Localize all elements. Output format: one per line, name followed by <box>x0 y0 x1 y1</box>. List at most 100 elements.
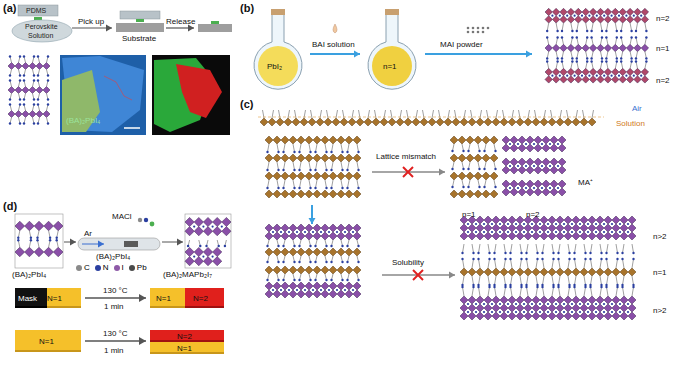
octahedron <box>348 118 356 126</box>
octahedron <box>8 63 15 70</box>
octahedron <box>612 44 619 51</box>
organic-chain <box>407 110 409 118</box>
organic-chain <box>601 23 603 31</box>
ma-cation <box>633 75 635 77</box>
nitrogen-atom <box>504 286 506 288</box>
organic-chain <box>316 180 318 188</box>
organic-chain <box>316 162 318 170</box>
organic-chain <box>488 287 490 296</box>
organic-chain <box>316 144 318 152</box>
nitrogen-atom <box>309 279 311 281</box>
nitrogen-atom <box>605 30 607 32</box>
octahedron <box>589 8 596 15</box>
ma-cation <box>596 75 598 77</box>
nitrogen-atom <box>557 258 559 260</box>
nitrogen-atom <box>621 252 623 254</box>
nitrogen-atom <box>298 187 300 189</box>
nitrogen-atom <box>346 151 348 153</box>
nitrogen-atom <box>37 98 39 100</box>
nitrogen-atom <box>605 252 607 254</box>
octahedron <box>612 16 619 23</box>
annotation: Pick up <box>78 17 104 26</box>
octahedron <box>540 296 548 304</box>
octahedron <box>526 136 534 144</box>
nitrogen-atom <box>616 36 618 38</box>
nitrogen-atom <box>536 258 538 260</box>
octahedron <box>345 282 353 290</box>
annotation: Release <box>166 17 195 26</box>
octahedron <box>484 216 492 224</box>
nitrogen-atom <box>298 261 300 263</box>
octahedron <box>476 304 484 312</box>
nitrogen-atom <box>309 151 311 153</box>
chlorine-atom <box>150 222 155 227</box>
octahedron <box>492 118 500 126</box>
nitrogen-atom <box>573 252 575 254</box>
annotation: Solution <box>616 119 645 128</box>
octahedron <box>452 118 460 126</box>
octahedron <box>516 312 524 320</box>
octahedron <box>297 136 305 144</box>
octahedron <box>265 172 273 180</box>
octahedron <box>516 268 524 276</box>
ma-cation <box>320 231 322 233</box>
ma-cation <box>523 231 525 233</box>
octahedron <box>542 136 550 144</box>
nitrogen-atom <box>357 169 359 171</box>
octahedron <box>476 118 484 126</box>
organic-chain <box>536 259 538 268</box>
organic-chain <box>511 276 513 285</box>
octahedron <box>265 266 273 274</box>
annotation: (BA)₂PbI₄ <box>12 270 46 279</box>
octahedron <box>305 224 313 232</box>
octahedron <box>580 118 588 126</box>
nitrogen-atom <box>477 258 479 260</box>
octahedron <box>29 111 36 118</box>
nitrogen-atom <box>293 169 295 171</box>
nitrogen-atom <box>19 122 21 124</box>
octahedron <box>476 224 484 232</box>
nitrogen-atom <box>298 151 300 153</box>
nitrogen-atom <box>56 239 58 241</box>
organic-chain <box>636 23 638 31</box>
nitrogen-atom <box>330 169 332 171</box>
ma-cation <box>499 231 501 233</box>
octahedron <box>524 224 532 232</box>
octahedron <box>534 136 542 144</box>
organic-chain <box>559 287 561 296</box>
octahedron <box>542 166 550 174</box>
organic-chain <box>504 259 506 268</box>
nitrogen-atom <box>298 279 300 281</box>
ma-cation <box>507 223 509 225</box>
ma-cation <box>611 311 613 313</box>
octahedron <box>337 282 345 290</box>
octahedron <box>289 232 297 240</box>
octahedron <box>548 268 556 276</box>
octahedron <box>43 63 50 70</box>
flask <box>254 14 302 89</box>
cross-mark <box>413 270 423 280</box>
ma-cation <box>563 231 565 233</box>
octahedron <box>641 76 648 83</box>
octahedron <box>281 232 289 240</box>
nitrogen-atom <box>9 122 11 124</box>
nitrogen-atom <box>341 169 343 171</box>
ma-cation <box>627 303 629 305</box>
nitrogen-atom <box>19 55 21 57</box>
octahedron <box>313 172 321 180</box>
nitrogen-atom <box>541 258 543 260</box>
octahedron <box>589 16 596 23</box>
octahedron <box>484 224 492 232</box>
octahedron <box>460 312 468 320</box>
octahedron <box>345 232 353 240</box>
organic-chain <box>479 259 481 268</box>
nitrogen-atom <box>144 218 148 222</box>
annotation: Solubility <box>392 258 424 267</box>
octahedron <box>508 296 516 304</box>
annotation: n=2 <box>656 76 670 85</box>
octahedron <box>321 224 329 232</box>
octahedron <box>484 296 492 304</box>
organic-chain <box>616 259 618 268</box>
octahedron <box>8 87 15 94</box>
organic-chain <box>463 244 465 253</box>
